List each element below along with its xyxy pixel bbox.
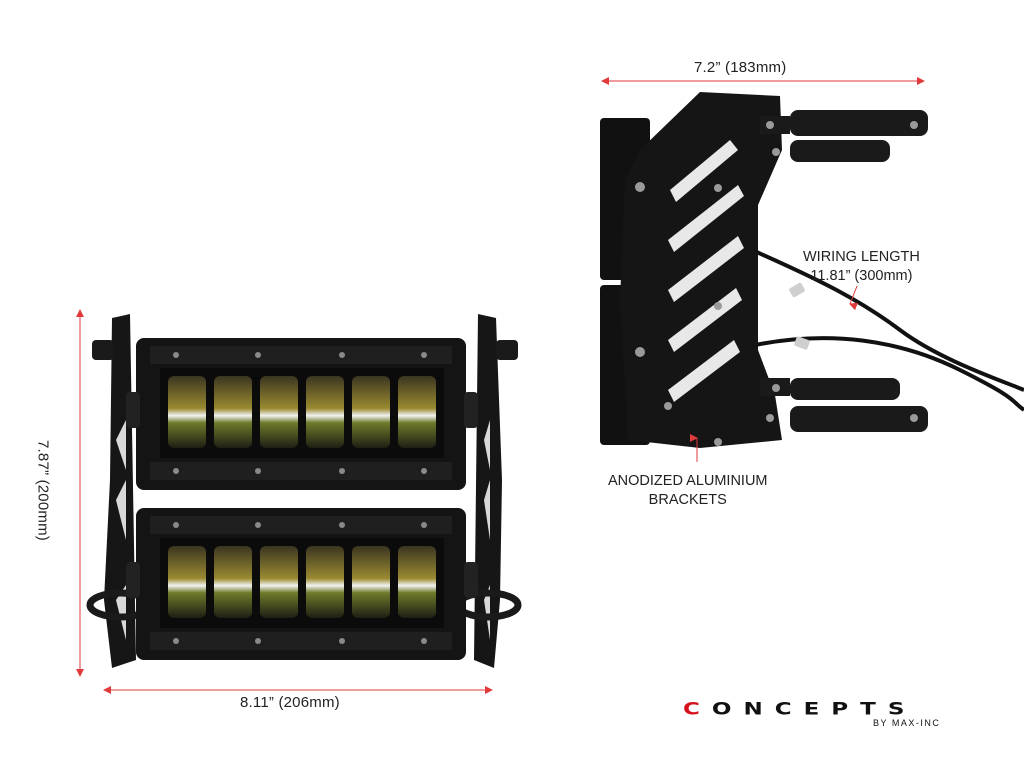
bottom-width-label: 8.11” (206mm) <box>240 694 340 711</box>
top-width-label: 7.2” (183mm) <box>694 59 787 76</box>
side-view <box>600 92 1024 448</box>
bottom-bar-lenses <box>168 546 436 618</box>
wiring-length-value: 11.81” (300mm) <box>810 268 913 284</box>
concepts-logo: CONCEPTS BY MAX-INC <box>683 700 983 740</box>
wiring-length-callout: WIRING LENGTH 11.81” (300mm) <box>803 248 920 286</box>
wiring-length-title: WIRING LENGTH <box>803 249 920 265</box>
logo-subtitle: BY MAX-INC <box>873 718 941 728</box>
top-bar-lenses <box>168 376 436 448</box>
logo-wordmark: CONCEPTS <box>683 700 916 719</box>
height-label: 7.87” (200mm) <box>34 440 52 541</box>
logo-first-letter: C <box>683 700 712 719</box>
brackets-subtitle: BRACKETS <box>648 492 727 508</box>
front-view <box>86 314 522 668</box>
brackets-title: ANODIZED ALUMINIUM <box>608 473 768 489</box>
brackets-callout: ANODIZED ALUMINIUM BRACKETS <box>608 472 768 510</box>
wiring-pointer <box>849 285 858 311</box>
logo-rest: ONCEPTS <box>711 700 917 719</box>
